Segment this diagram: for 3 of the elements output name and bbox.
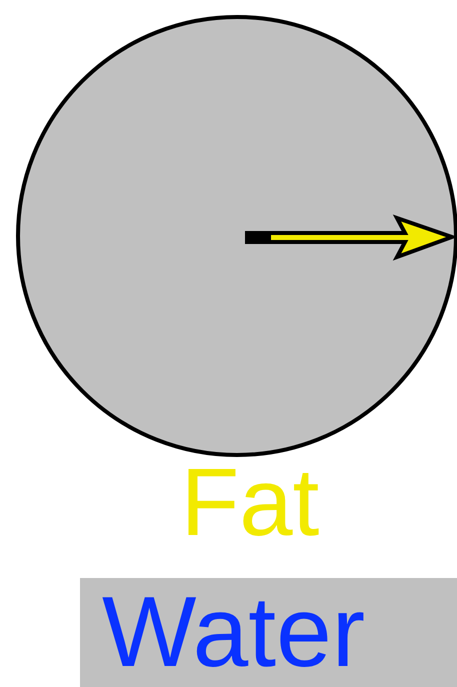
- caption-text: Fat: [180, 448, 320, 558]
- label-panel: [80, 578, 457, 687]
- panel-text: Water: [102, 578, 365, 687]
